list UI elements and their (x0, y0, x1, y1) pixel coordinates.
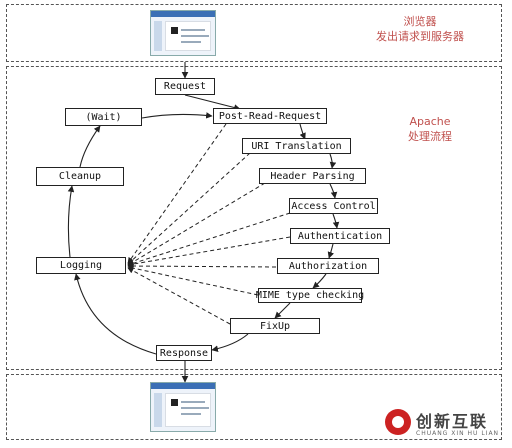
dashed-mime-to-logging (127, 265, 259, 296)
arrow-mime-to-fixup (274, 302, 291, 319)
watermark: 创新互联 CHUANG XIN HU LIAN (385, 405, 510, 443)
apache-process-label: Apache 处理流程 (408, 115, 452, 143)
node-access-control: Access Control (289, 198, 378, 214)
arrow-access-to-auth (332, 213, 340, 229)
node-mime-type-checking: MIME type checking (255, 288, 365, 303)
browser-response-frame (6, 374, 502, 440)
node-authentication: Authentication (290, 228, 390, 244)
dashed-header-to-logging (127, 182, 266, 266)
arrow-wait-to-postread (141, 112, 213, 119)
node-response: Response (156, 345, 212, 361)
browser-screenshot-top (150, 10, 216, 56)
browser-request-label: 浏览器 发出请求到服务器 (376, 15, 464, 43)
arrow-request-to-postread (184, 94, 241, 111)
node-request: Request (155, 78, 215, 95)
arrow-fixup-to-response (211, 333, 249, 352)
arrow-cleanup-to-wait (79, 125, 101, 168)
node-uri-translation: URI Translation (242, 138, 351, 154)
watermark-brand-en: CHUANG XIN HU LIAN (416, 430, 500, 437)
node-post-read-request: Post-Read-Request (213, 108, 327, 124)
node-wait: (Wait) (65, 108, 142, 126)
arrow-logging-to-cleanup (67, 185, 75, 258)
dashed-authz-to-logging (127, 263, 277, 270)
arrow-auth-to-authz (327, 243, 335, 259)
watermark-brand-cn: 创新互联 (416, 412, 489, 431)
brand-logo-icon (385, 409, 411, 435)
arrow-uri-to-header (329, 153, 337, 169)
dashed-postread-to-logging (127, 123, 227, 264)
node-cleanup: Cleanup (36, 167, 124, 186)
node-authorization: Authorization (277, 258, 379, 274)
arrow-authz-to-mime (312, 273, 327, 289)
browser-request-frame (6, 4, 502, 62)
arrow-postread-to-uri (299, 123, 306, 140)
dashed-access-to-logging (127, 212, 291, 267)
arrow-header-to-access (329, 183, 338, 199)
dashed-auth-to-logging (127, 236, 291, 268)
browser-screenshot-bottom (150, 382, 216, 432)
apache-process-frame (6, 66, 502, 370)
node-header-parsing: Header Parsing (259, 168, 366, 184)
dashed-fixup-to-logging (127, 267, 231, 325)
node-fixup: FixUp (230, 318, 320, 334)
node-logging: Logging (36, 257, 126, 274)
arrow-response-to-logging (74, 273, 157, 355)
